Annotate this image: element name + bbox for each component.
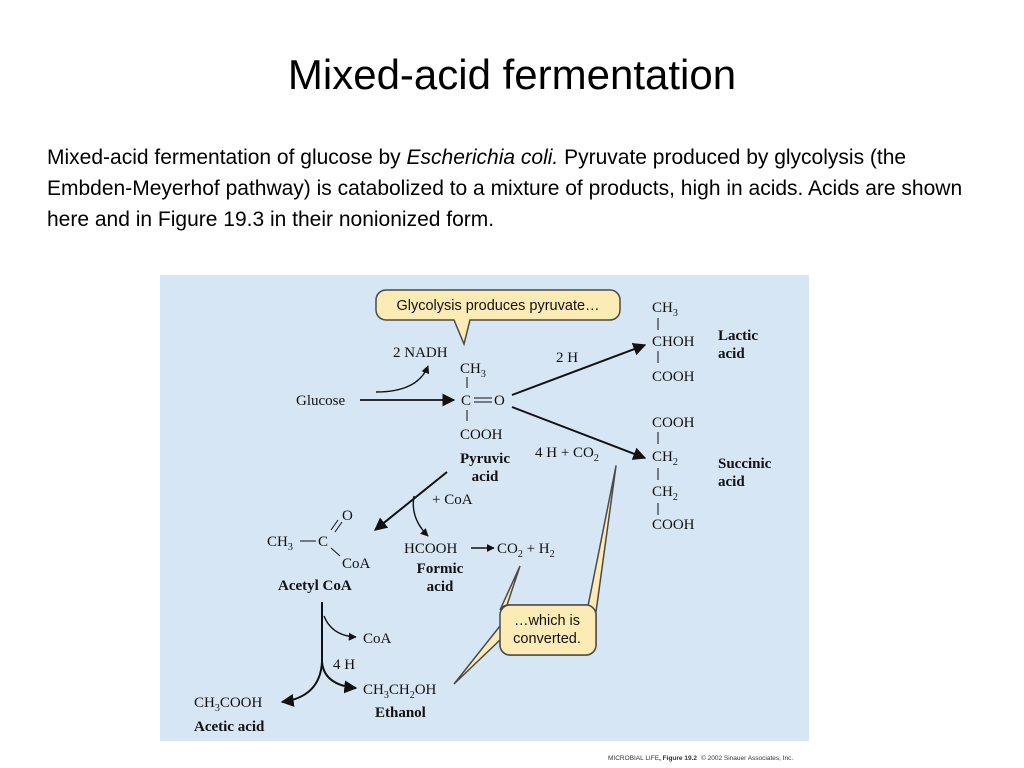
formate-branch-arrow <box>412 495 429 537</box>
acetylcoa-coa: CoA <box>342 556 371 572</box>
glucose-label: Glucose <box>296 393 345 409</box>
succinate-name-line2: acid <box>718 474 745 490</box>
pyruvate-name-line1: Pyruvic <box>460 451 510 467</box>
callout-glycolysis: Glycolysis produces pyruvate… <box>375 289 621 347</box>
callout-converted: …which is converted. <box>453 465 617 685</box>
formate-name-line1: Formic <box>417 561 464 577</box>
lactate-cooh: COOH <box>652 369 695 385</box>
caption-text-start: Mixed-acid fermentation of glucose by <box>47 146 407 169</box>
acetic-acid-structure: CH3COOH Acetic acid <box>194 695 265 735</box>
acetylcoa-name: Acetyl CoA <box>278 578 352 594</box>
acetate-formula: CH3COOH <box>194 695 263 714</box>
coa-release-arrow <box>323 615 357 641</box>
pyruvate-to-succinate-arrow <box>511 406 647 460</box>
lactate-name-line1: Lactic <box>718 328 758 344</box>
to-ethanol-arrow <box>321 661 358 694</box>
pyruvate-name-line2: acid <box>472 469 499 485</box>
callout-converted-line2: converted. <box>513 631 581 647</box>
lactate-ch3: CH3 <box>652 300 678 319</box>
ethanol-formula: CH3CH2OH <box>363 682 437 701</box>
lactate-arrow-label: 2 H <box>556 350 578 366</box>
callout-converted-line1: …which is <box>514 613 580 629</box>
coa-release-label: CoA <box>363 631 392 647</box>
figure-caption: Mixed-acid fermentation of glucose by Es… <box>47 142 997 235</box>
succinate-cooh-top: COOH <box>652 415 695 431</box>
pyruvate-c: C <box>461 393 471 409</box>
diagram-background <box>160 275 809 741</box>
pyruvate-to-acetylcoa-arrow <box>373 471 448 531</box>
caption-species-name: Escherichia coli. <box>406 146 559 169</box>
formate-name-line2: acid <box>427 579 454 595</box>
acetyl-coa-structure: O CH3 C CoA Acetyl CoA <box>267 508 371 594</box>
to-acetate-arrow <box>280 661 323 707</box>
callout-glycolysis-text: Glycolysis produces pyruvate… <box>396 298 599 314</box>
coa-input-label: + CoA <box>432 492 473 508</box>
nadh-arrow <box>375 365 430 393</box>
formic-acid-structure: HCOOH CO2 + H2 Formic acid <box>404 541 555 595</box>
slide-title: Mixed-acid fermentation <box>287 51 737 98</box>
succinic-acid-structure: COOH CH2 CH2 COOH Succinic acid <box>652 415 772 533</box>
formate-products: CO2 + H2 <box>497 541 555 560</box>
ethanol-name: Ethanol <box>375 705 426 721</box>
four-h-label: 4 H <box>333 657 355 673</box>
pyruvate-o: O <box>494 393 505 409</box>
lactate-name-line2: acid <box>718 346 745 362</box>
succinate-ch2-upper: CH2 <box>652 449 678 468</box>
succinate-cooh-bottom: COOH <box>652 517 695 533</box>
succinate-name-line1: Succinic <box>718 456 772 472</box>
acetate-name: Acetic acid <box>194 719 265 735</box>
succinate-arrow-label: 4 H + CO2 <box>535 445 599 464</box>
caption-text-end: Pyruvate produced by glycolysis (the Emb… <box>47 146 963 231</box>
pyruvate-to-lactate-arrow <box>511 343 647 396</box>
lactate-choh: CHOH <box>652 334 695 350</box>
ethanol-structure: CH3CH2OH Ethanol <box>363 682 437 721</box>
acetylcoa-ch3: CH3 <box>267 534 293 553</box>
pyruvate-ch3: CH3 <box>460 361 486 380</box>
succinate-ch2-lower: CH2 <box>652 484 678 503</box>
pyruvic-acid-structure: CH3 C O COOH Pyruvic acid <box>460 361 510 485</box>
acetylcoa-c: C <box>318 534 328 550</box>
pyruvate-cooh: COOH <box>460 427 503 443</box>
formate-hcooh: HCOOH <box>404 541 458 557</box>
figure-credit: MICROBIAL LIFE, Figure 19.2© 2002 Sinaue… <box>608 754 793 762</box>
acetylcoa-o: O <box>342 508 353 524</box>
lactic-acid-structure: CH3 CHOH COOH Lactic acid <box>652 300 758 385</box>
nadh-label: 2 NADH <box>393 345 448 361</box>
